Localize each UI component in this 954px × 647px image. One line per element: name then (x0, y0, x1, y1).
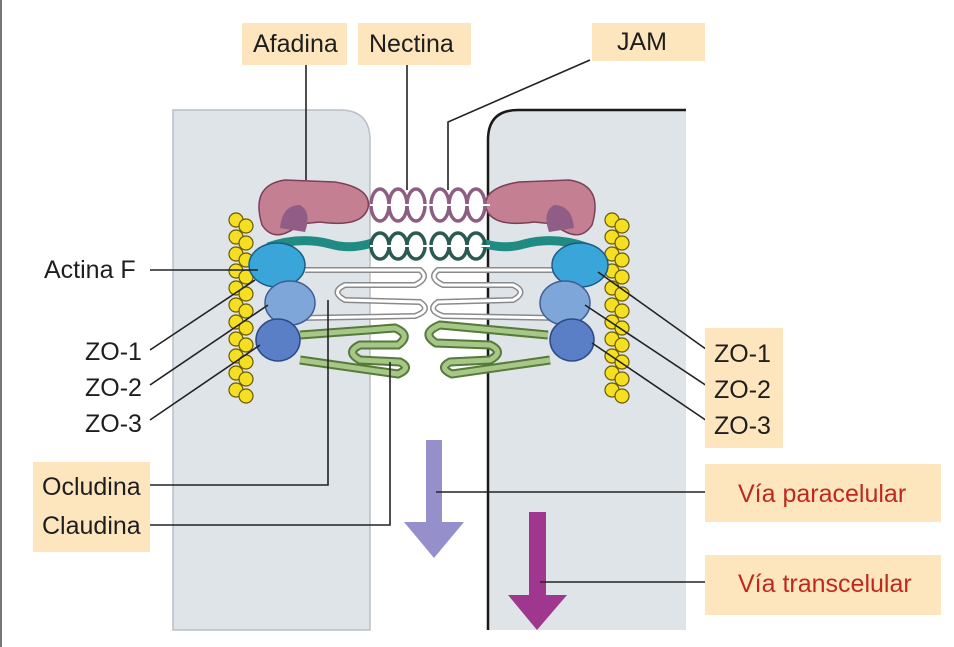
claudina-label: Claudina (42, 512, 141, 540)
right-cell-membrane (486, 108, 686, 630)
via-paracelular-label: Vía paracelular (738, 480, 906, 508)
claudina-left (299, 325, 408, 377)
actin-filament-right (604, 212, 630, 404)
zo1-right-label: ZO-1 (714, 340, 771, 368)
teal-band-left (266, 236, 374, 252)
jam-label-bg (592, 23, 705, 61)
zo3-right-label: ZO-3 (714, 412, 771, 440)
via-paracelular-label-bg (705, 464, 941, 522)
ocludina-label: Ocludina (42, 473, 141, 501)
afadina-label: Afadina (253, 30, 338, 58)
actina-f-label: Actina F (44, 256, 136, 284)
leader-lines (149, 55, 711, 583)
nectina-label-bg (358, 23, 471, 65)
zo1-right (551, 242, 609, 288)
via-transcelular-label-bg (705, 555, 941, 615)
arrow-paracellular (404, 440, 464, 558)
ocludina-left-core (299, 268, 427, 320)
via-transcelular-label: Vía transcelular (738, 570, 912, 598)
ocludina-right-core (431, 268, 559, 320)
zo-right-label-bg (705, 328, 783, 448)
ocludina-claudina-label-bg (33, 462, 150, 552)
zo1-left-label: ZO-1 (85, 338, 142, 366)
nectina-label: Nectina (369, 30, 454, 58)
afadina-right-inner (546, 205, 574, 232)
zo2-left (264, 280, 316, 326)
claudina-right (426, 322, 551, 377)
teal-band-right (480, 236, 588, 252)
afadina-label-bg (242, 23, 347, 65)
arrow-transcellular (508, 512, 567, 630)
actin-filament-left (228, 212, 254, 404)
zo3-left-label: ZO-3 (85, 410, 142, 438)
zo3-right (549, 318, 595, 362)
jam-label: JAM (617, 28, 667, 56)
zo1-left (248, 242, 306, 288)
zo3-left (255, 318, 301, 362)
zo2-right (539, 280, 591, 326)
zo2-left-label: ZO-2 (85, 374, 142, 402)
afadina-left-inner (280, 205, 308, 232)
zo2-right-label: ZO-2 (714, 376, 771, 404)
